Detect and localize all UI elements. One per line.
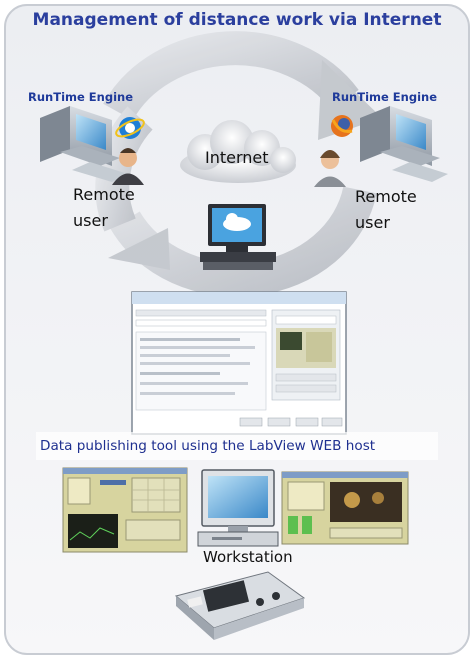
user-icon-right [314,150,346,187]
publishing-tool-window [131,291,347,435]
user-icon-left [112,148,144,185]
publishing-tool-caption: Data publishing tool using the LabView W… [40,438,376,454]
runtime-engine-label-left: RunTime Engine [28,90,134,104]
remote-user-label-left: Remote user [73,182,135,234]
workstation-label: Workstation [203,548,293,566]
labview-panel-right [281,471,409,545]
labview-panel-left [62,467,188,553]
remote-user-right-line1: Remote [355,187,417,206]
computer-icon-right [360,106,448,182]
runtime-engine-label-right: RunTime Engine [332,90,438,104]
workstation-monitor-icon [197,469,279,547]
caption-background [36,432,438,460]
firefox-icon [331,115,353,137]
internet-label: Internet [205,148,269,167]
remote-user-left-line1: Remote [73,185,135,204]
internet-explorer-icon [115,117,145,139]
computer-icon-left [40,106,128,182]
cloud-icon [180,120,296,183]
remote-user-label-right: Remote user [355,184,417,236]
monitor-icon [200,204,276,270]
diagram-title: Management of distance work via Internet [32,10,442,30]
remote-user-right-line2: user [355,213,390,232]
remote-user-left-line2: user [73,211,108,230]
daq-device-icon [174,571,306,640]
